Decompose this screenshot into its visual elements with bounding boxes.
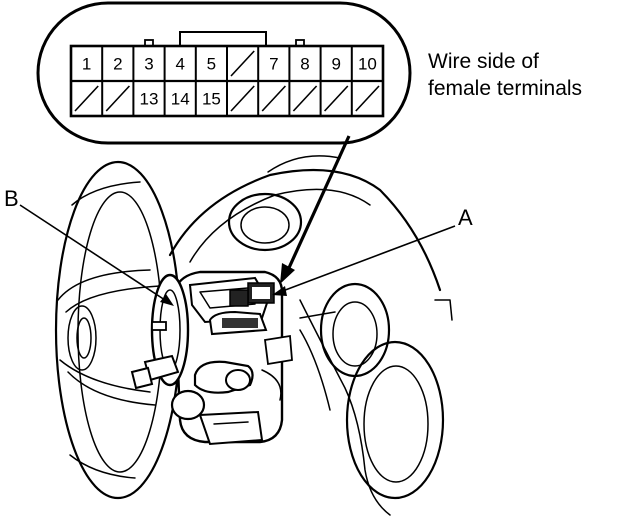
terminal-number: 1: [82, 55, 91, 74]
terminal-1: 1: [82, 55, 91, 74]
terminal-empty: [257, 81, 286, 116]
terminal-number: 8: [300, 55, 309, 74]
terminal-13: 13: [132, 81, 159, 116]
terminal-empty: [288, 81, 318, 116]
terminal-5: 5: [194, 46, 216, 81]
callout-a: A: [458, 205, 473, 230]
terminal-number: 5: [207, 55, 216, 74]
terminal-empty: [319, 81, 349, 116]
terminal-number: 14: [171, 90, 190, 109]
terminal-number: 15: [202, 90, 221, 109]
dashboard: [168, 155, 453, 516]
terminal-2: 2: [101, 46, 123, 81]
terminal-8: 8: [288, 46, 310, 81]
caption-line-1: Wire side of: [428, 50, 539, 73]
connector-callout: 1 2 3 4 5 7 8 9 10 13 14 15: [36, 1, 412, 145]
connector-key: [179, 31, 267, 47]
terminal-15: 15: [194, 81, 221, 116]
leader-lines: [19, 135, 456, 306]
unused-terminal-slash: [230, 85, 255, 112]
unused-terminal-slash: [230, 50, 255, 77]
terminal-number: 7: [269, 55, 278, 74]
unused-terminal-slash: [261, 85, 286, 112]
terminal-3: 3: [132, 46, 154, 81]
terminal-number: 3: [144, 55, 153, 74]
caption-line-2: female terminals: [428, 77, 582, 100]
terminal-10: 10: [350, 46, 377, 81]
terminal-number: 10: [358, 55, 377, 74]
terminal-empty: [350, 81, 380, 116]
unused-terminal-slash: [324, 85, 349, 112]
terminal-4: 4: [163, 46, 185, 81]
terminal-empty: [226, 81, 255, 116]
terminal-grid: 1 2 3 4 5 7 8 9 10 13 14 15: [74, 46, 380, 116]
unused-terminal-slash: [74, 85, 99, 112]
terminal-number: 2: [113, 55, 122, 74]
terminal-number: 4: [175, 55, 184, 74]
terminal-empty: [101, 81, 130, 116]
terminal-empty: [226, 46, 255, 81]
terminal-14: 14: [163, 81, 190, 116]
unused-terminal-slash: [105, 85, 130, 112]
terminal-empty: [74, 85, 99, 112]
terminal-7: 7: [257, 46, 279, 81]
unused-terminal-slash: [292, 85, 318, 112]
combination-switch: [130, 270, 293, 446]
terminal-number: 13: [140, 90, 159, 109]
callout-b: B: [4, 186, 19, 211]
unused-terminal-slash: [355, 85, 380, 112]
terminal-9: 9: [319, 46, 341, 81]
terminal-number: 9: [331, 55, 340, 74]
